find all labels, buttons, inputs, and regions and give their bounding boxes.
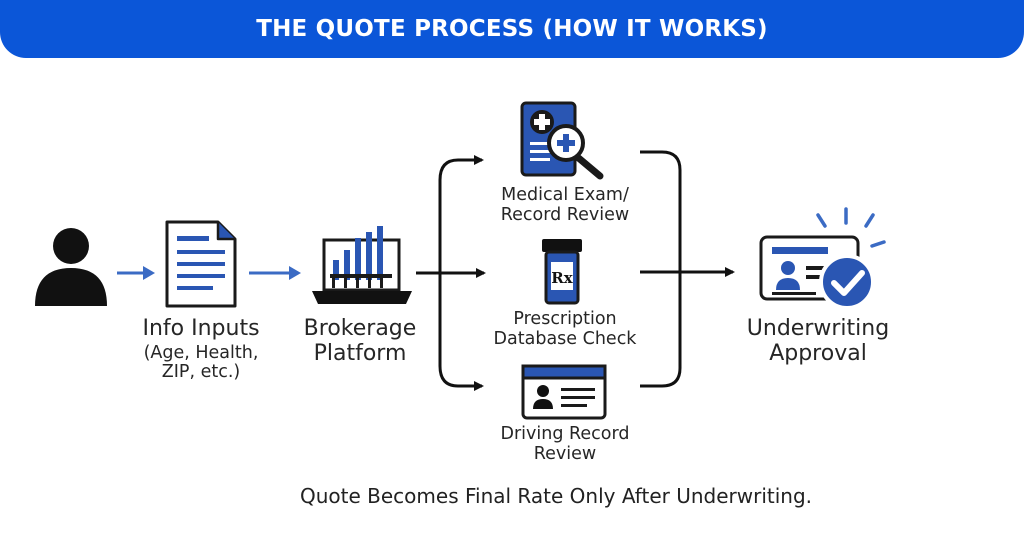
prescription-line-2: Database Check xyxy=(493,328,637,349)
approval-card-icon xyxy=(759,207,886,310)
driving-line-2: Review xyxy=(533,443,597,464)
laptop-chart-icon xyxy=(312,226,412,304)
prescription-line-1: Prescription xyxy=(513,309,617,329)
driving-line-1: Driving Record xyxy=(500,424,630,444)
info-inputs-detail-2: ZIP, etc.) xyxy=(161,362,241,383)
document-icon xyxy=(165,220,237,308)
brokerage-line-2: Platform xyxy=(313,340,407,366)
medical-line-2: Record Review xyxy=(500,204,630,225)
arrow-inputs-to-platform xyxy=(249,266,301,280)
brokerage-label: Brokerage Platform xyxy=(290,316,430,366)
medical-line-1: Medical Exam/ xyxy=(501,185,629,205)
info-inputs-detail-1: (Age, Health, xyxy=(143,342,259,363)
pill-bottle-icon: Rx xyxy=(542,239,582,305)
id-card-icon xyxy=(521,364,607,420)
footnote: Quote Becomes Final Rate Only After Unde… xyxy=(300,484,813,508)
user-icon xyxy=(35,228,107,306)
rx-symbol: Rx xyxy=(551,269,573,287)
brokerage-line-1: Brokerage xyxy=(303,316,417,341)
branch-connector xyxy=(416,155,486,391)
info-inputs-title: Info Inputs xyxy=(142,316,260,341)
merge-connector xyxy=(640,150,735,388)
arrow-user-to-inputs xyxy=(117,266,155,280)
approval-line-1: Underwriting xyxy=(746,316,890,341)
page-title: THE QUOTE PROCESS (HOW IT WORKS) xyxy=(256,16,768,42)
medical-search-icon xyxy=(520,101,604,180)
header-banner: THE QUOTE PROCESS (HOW IT WORKS) xyxy=(0,0,1024,58)
approval-label: Underwriting Approval xyxy=(735,316,901,366)
medical-label: Medical Exam/ Record Review xyxy=(480,185,650,225)
approval-line-2: Approval xyxy=(769,340,867,366)
driving-label: Driving Record Review xyxy=(480,424,650,464)
info-inputs-label: Info Inputs (Age, Health, ZIP, etc.) xyxy=(130,316,272,383)
prescription-label: Prescription Database Check xyxy=(475,309,655,349)
